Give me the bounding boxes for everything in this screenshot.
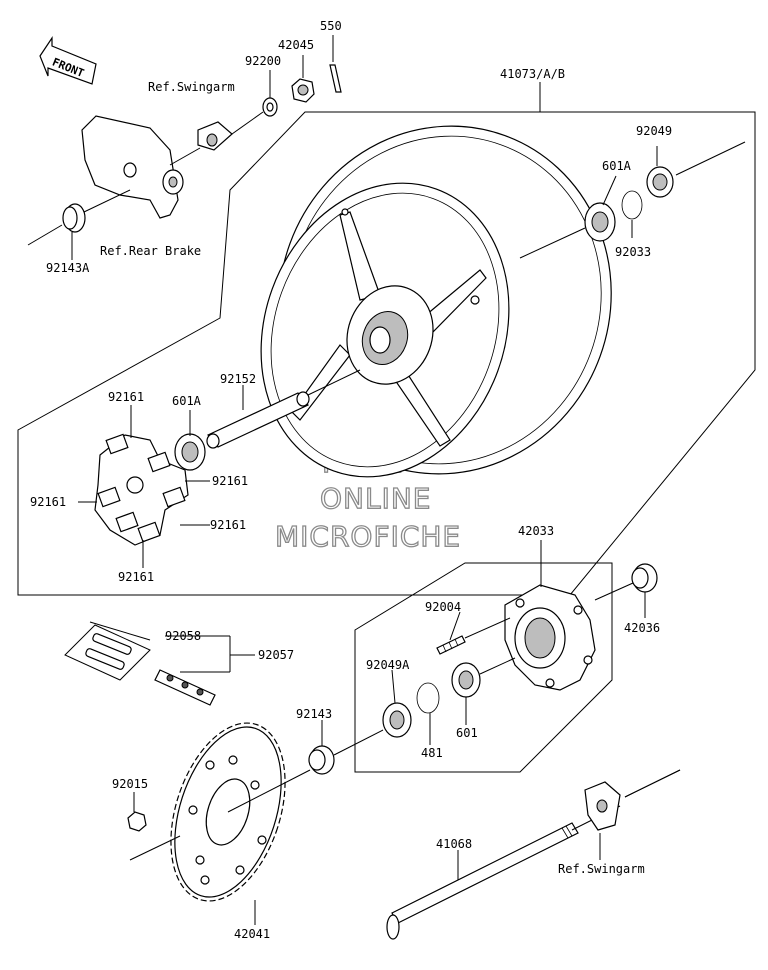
part-92152-spacer: [206, 391, 310, 449]
rear-wheel: [260, 125, 612, 478]
part-92015-nut: [127, 811, 147, 832]
label-92033: 92033: [615, 245, 651, 259]
part-481-circlip: [416, 682, 440, 714]
label-92161-d: 92161: [210, 518, 246, 532]
part-601-bearing: [451, 662, 481, 698]
label-92004: 92004: [425, 600, 461, 614]
axis-line-top: [675, 141, 746, 176]
part-92049A-seal: [382, 702, 412, 738]
label-92143: 92143: [296, 707, 332, 721]
part-92033-circlip: [621, 190, 643, 220]
leader-lines: [71, 82, 658, 925]
label-92161-e: 92161: [118, 570, 154, 584]
label-92058: 92058: [165, 629, 201, 643]
label-41068: 41068: [436, 837, 472, 851]
part-550-cotter-pin: [329, 35, 342, 93]
label-42041: 42041: [234, 927, 270, 941]
label-92161-b: 92161: [212, 474, 248, 488]
label-92152: 92152: [220, 372, 256, 386]
hub-damper-rubbers: [94, 433, 189, 546]
part-92004-stud: [436, 635, 466, 655]
label-92057: 92057: [258, 648, 294, 662]
drive-chain-link: [64, 621, 216, 706]
label-92161-a: 92161: [108, 390, 144, 404]
label-ref-swingarm-top: Ref.Swingarm: [148, 80, 235, 94]
swingarm-slider-block-bottom: [584, 781, 621, 831]
rear-brake-bracket: [81, 115, 201, 219]
part-42033-sprocket-hub: [504, 584, 596, 691]
part-92049-seal: [646, 166, 674, 198]
part-42045-nut: [291, 55, 315, 103]
part-92200-washer: [262, 70, 278, 117]
label-601A-top: 601A: [602, 159, 632, 173]
label-92161-c: 92161: [30, 495, 66, 509]
swingarm-slider-block: [197, 111, 264, 151]
label-601A-mid: 601A: [172, 394, 202, 408]
label-41073: 41073/A/B: [500, 67, 565, 81]
label-601: 601: [456, 726, 478, 740]
sprocket-hub-group-outline: [354, 562, 613, 773]
part-42036-collar: [631, 563, 658, 593]
label-481: 481: [421, 746, 443, 760]
label-42045: 42045: [278, 38, 314, 52]
label-92200: 92200: [245, 54, 281, 68]
label-42036: 42036: [624, 621, 660, 635]
label-550: 550: [320, 19, 342, 33]
label-92143A: 92143A: [46, 261, 90, 275]
part-601A-bearing-top: [584, 202, 616, 242]
label-ref-rear-brake: Ref.Rear Brake: [100, 244, 201, 258]
part-labels: 550 42045 92200 Ref.Swingarm 41073/A/B 9…: [30, 19, 672, 941]
part-41068-axle: [386, 822, 579, 940]
part-92143-collar: [308, 745, 335, 775]
label-92049A: 92049A: [366, 658, 410, 672]
label-ref-swingarm-bottom: Ref.Swingarm: [558, 862, 645, 876]
label-92049: 92049: [636, 124, 672, 138]
svg-text:MICROFICHE: MICROFICHE: [275, 520, 461, 553]
label-92015: 92015: [112, 777, 148, 791]
label-42033: 42033: [518, 524, 554, 538]
part-92143A-collar: [27, 189, 131, 246]
part-601A-bearing-mid: [174, 433, 206, 471]
front-direction-badge: FRONT: [39, 36, 97, 85]
svg-text:ONLINE: ONLINE: [320, 482, 431, 515]
